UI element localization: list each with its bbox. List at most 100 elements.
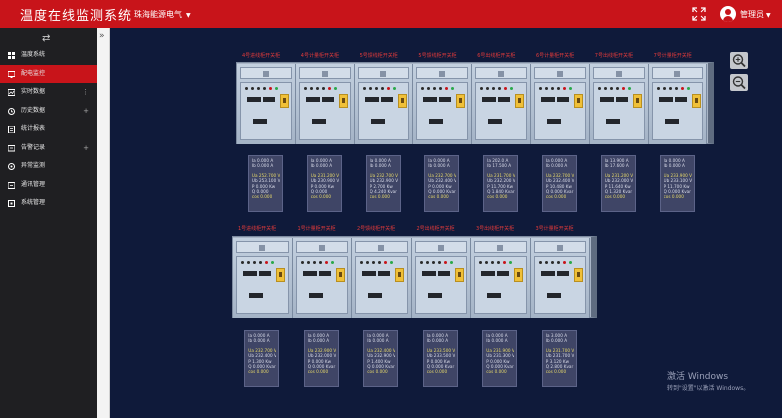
sidebar-item-5[interactable]: 告警记录+ [0,139,97,157]
switch-icon [497,245,504,251]
cabinet-name: 6号计量柜开关柜 [536,53,575,59]
switch-icon [378,245,385,251]
cabinet-name: 1号进线柜开关柜 [238,226,277,232]
double-chevron-right-icon[interactable]: » [99,31,105,41]
switchgear-cabinet[interactable] [471,238,531,318]
warning-label-icon [574,94,583,108]
switch-icon [556,245,563,251]
switch-icon [321,71,328,77]
indicator-light-icon [386,87,390,90]
cabinet-name: 5号馈线柜开关柜 [359,53,398,59]
cabinet-name: 6号出线柜开关柜 [477,53,516,59]
user-avatar-icon[interactable] [720,6,736,22]
sidebar-item-6[interactable]: 异常监测 [0,157,97,175]
cabinet-top-compartment [240,67,292,79]
indicator-lights [241,261,281,264]
indicator-light-icon [253,261,256,264]
indicator-light-icon [321,87,325,90]
indicator-light-icon [425,261,429,264]
measurement-reading: P 1.400 Kw [367,358,391,364]
expand-icon[interactable]: + [83,143,89,152]
zoom-out-icon[interactable] [730,74,748,91]
switch-icon [262,71,269,77]
meter-icon [263,97,275,102]
indicator-light-icon [597,87,601,90]
indicator-light-icon [615,87,619,90]
sidebar-item-1[interactable]: 配电监控 [0,64,97,83]
measurement-reading: Q 0.000 Kvar [367,364,395,370]
switchgear-cabinet[interactable] [295,64,355,144]
measurement-reading: Ua 231.900 V [486,347,515,353]
sidebar-item-8[interactable]: 系统管理 [0,194,97,212]
measurement-reading: Ib 0.000 A [369,163,391,169]
zoom-in-icon[interactable] [730,52,748,69]
switchgear-cabinet[interactable] [237,64,296,144]
cabinet-top-compartment [357,67,410,79]
expand-icon[interactable] [692,7,706,21]
meter-icon [243,271,257,276]
switchgear-cabinet[interactable] [233,238,293,318]
switchgear-cabinet[interactable] [531,64,590,144]
measurement-reading: Ub 232.400 V [428,178,457,184]
sidebar-item-4[interactable]: 统计报表 [0,120,97,138]
user-menu[interactable]: 管理员▼ [740,9,771,20]
cabinet-door [416,82,469,140]
indicator-light-icon [257,87,260,90]
switchgear-cabinet[interactable] [411,238,471,318]
expand-icon[interactable]: ⋮ [82,88,89,96]
sidebar-item-3[interactable]: 历史数据+ [0,102,97,120]
indicator-lights [539,87,579,90]
meter-icon [658,97,673,102]
indicator-light-icon [603,87,607,90]
indicator-lights [303,87,344,90]
cabinet-name: 5号馈线柜开关柜 [418,53,457,59]
company-selector[interactable]: 珠海能源电气▼ [134,9,191,20]
switchgear-cabinet[interactable] [354,64,414,144]
measurement-reading: Ia 0.000 A [367,333,389,338]
switchgear-cabinet[interactable] [530,238,590,318]
measurement-reading: Ia 202.0 A [487,158,509,163]
switchgear-cabinet[interactable] [472,64,531,144]
cabinet-door [533,256,586,314]
sidebar-item-2[interactable]: 实时数据⋮ [0,83,97,101]
indicator-lights [419,261,460,264]
switchgear-cabinet[interactable] [292,238,352,318]
switchgear-cabinet[interactable] [648,64,708,144]
measurement-reading: Ib 0.000 A [545,338,568,344]
switchgear-cabinet[interactable] [352,238,412,318]
cabinet-name: 3号出线柜开关柜 [476,226,515,232]
indicator-lights [362,87,403,90]
measurement-reading: P 11.700 Kw [487,183,514,189]
indicator-light-icon [374,87,378,90]
sidebar-item-7[interactable]: 通讯管理 [0,176,97,194]
switchgear-cabinet[interactable] [589,64,649,144]
sidebar-item-label: 通讯管理 [21,180,46,188]
indicator-light-icon [498,87,502,90]
measurement-reading: Ub 253.100 V [251,178,280,184]
swap-arrows-icon[interactable]: ⇄ [42,33,51,44]
measurement-reading: Q 0.000 Kvar [248,364,276,370]
sidebar-item-0[interactable]: 温度系统 [0,46,97,64]
measurement-reading: Ua 231.200 V [604,172,633,178]
cabinet-name: 7号出线柜开关柜 [594,53,633,59]
measurement-reading: P 1.300 Kw [248,358,272,364]
indicator-light-icon [510,87,514,90]
indicator-lights [656,87,697,90]
indicator-lights [538,261,579,264]
switchgear-cabinet[interactable] [413,64,473,144]
expand-icon[interactable]: + [83,106,89,115]
